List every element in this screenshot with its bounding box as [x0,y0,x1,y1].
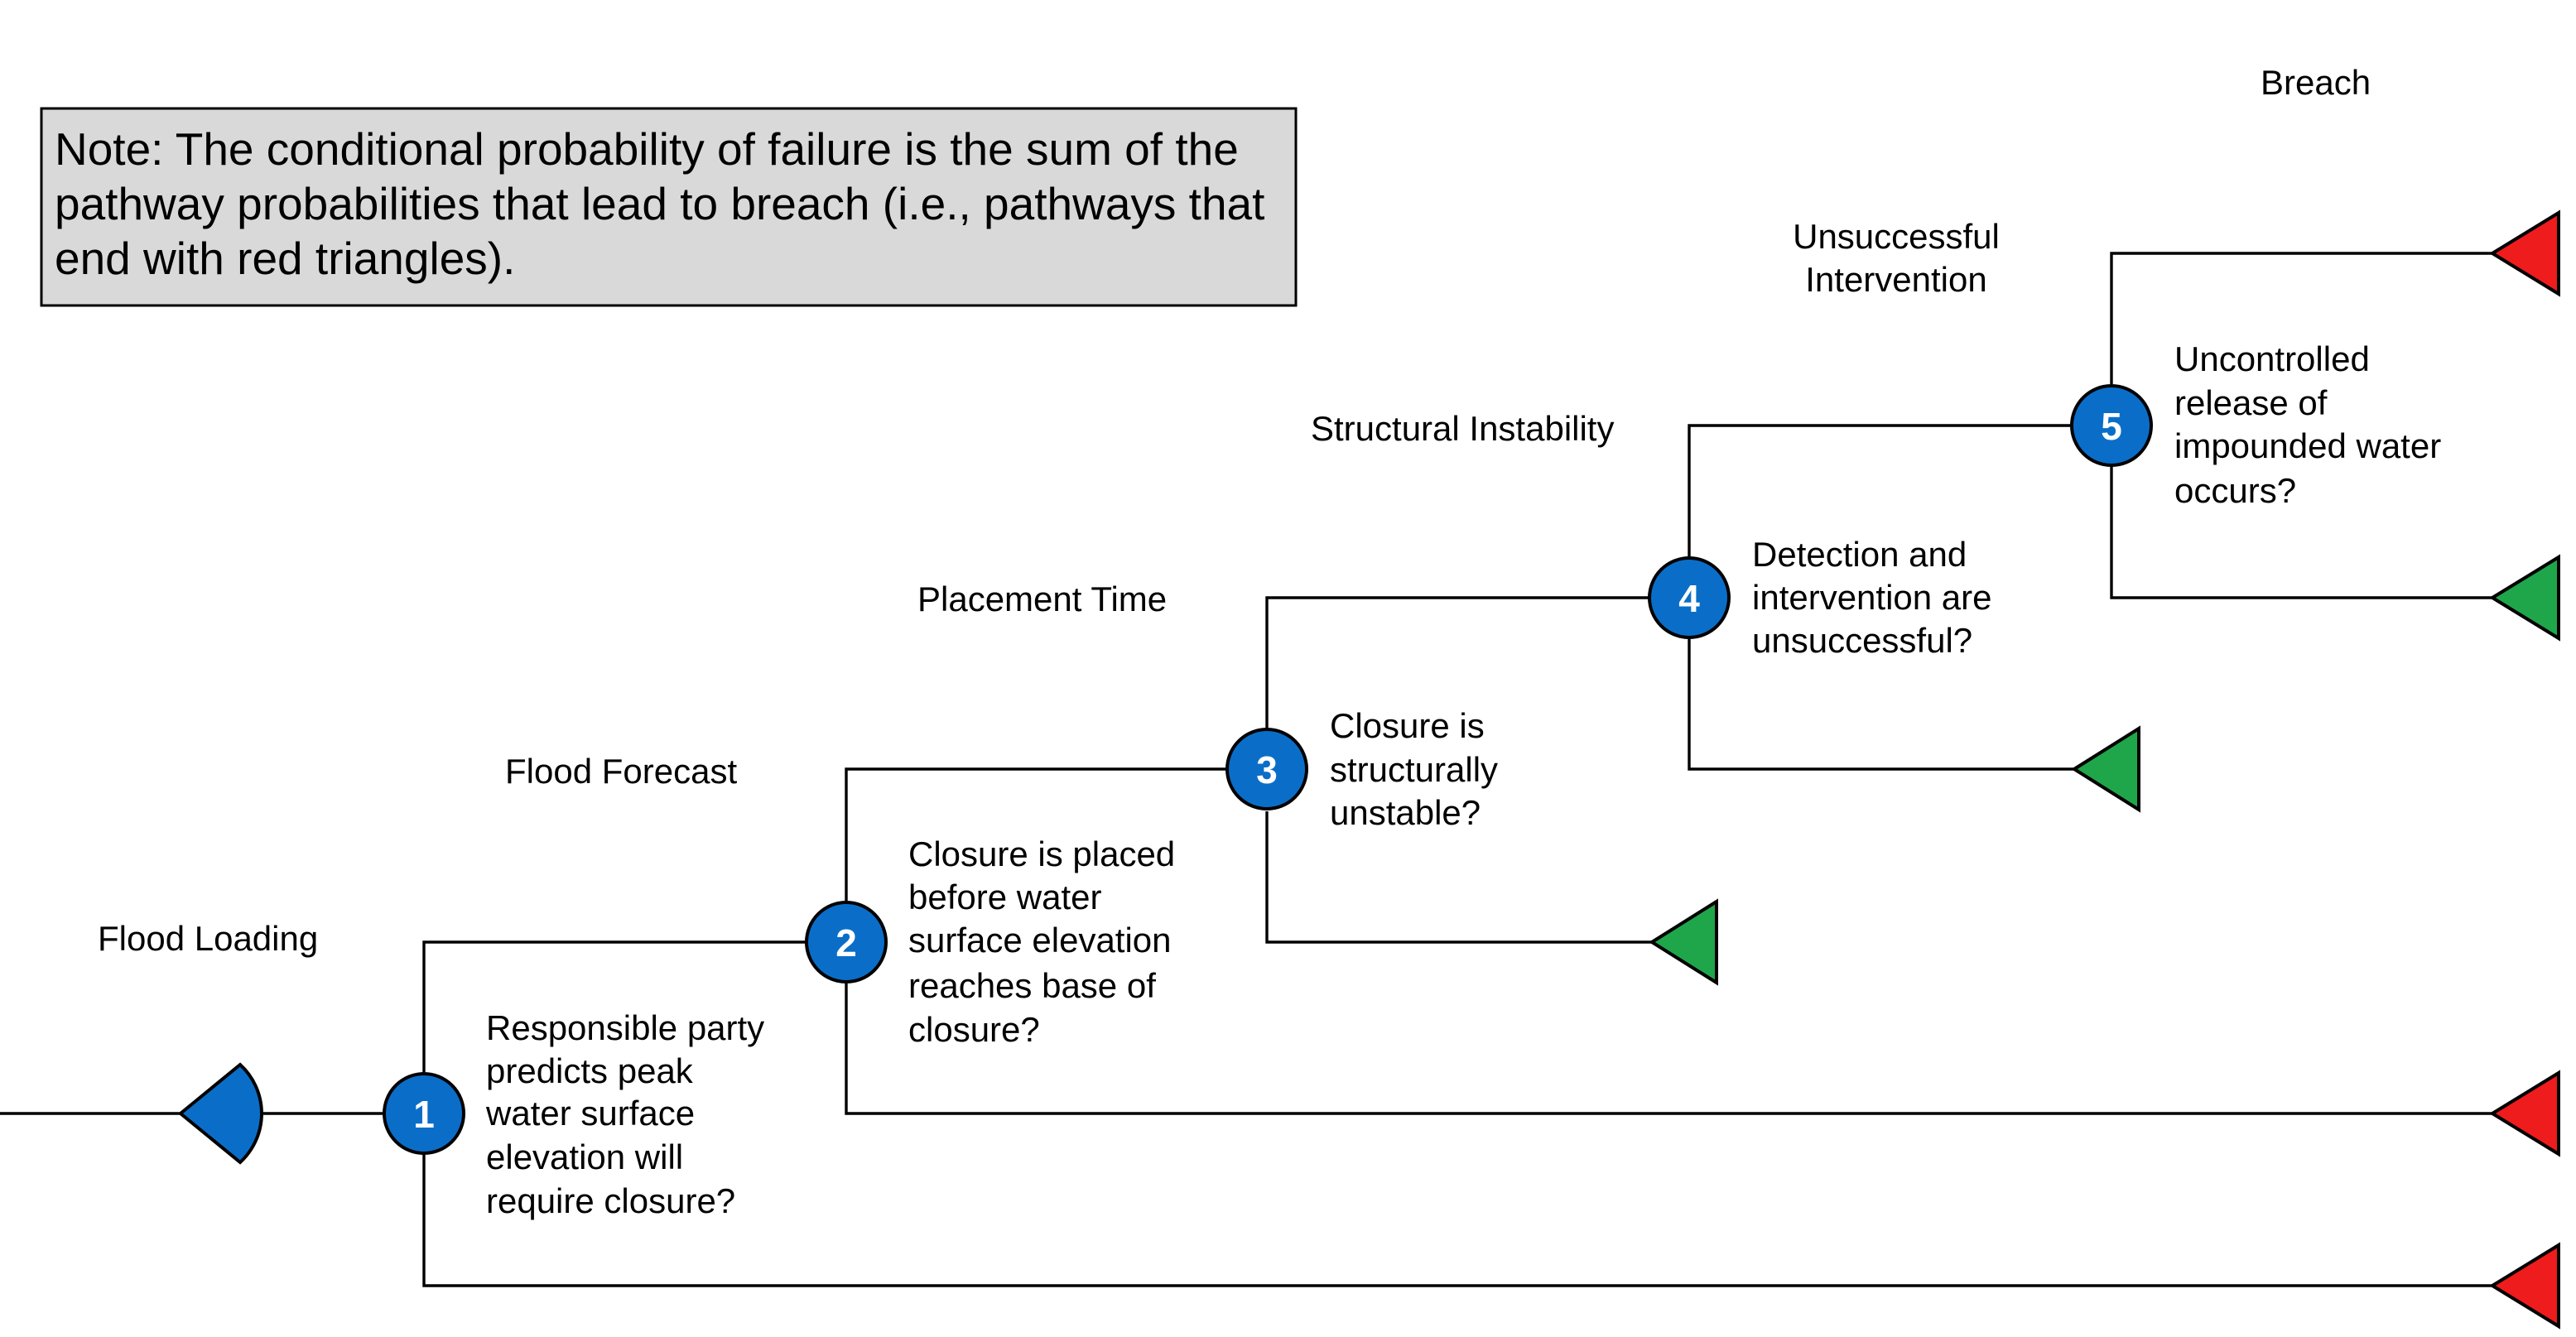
node-2-question: Closure is placed before water surface e… [908,834,1175,1049]
node-5-question-line: impounded water [2174,426,2441,465]
node-3-lower-branch [1265,811,1652,944]
no-breach-triangle-icon [2071,725,2140,813]
node-2-question-line: before water [908,878,1101,916]
header-flood-forecast: Flood Forecast [505,752,737,791]
terminal-triangles [1649,209,2560,1330]
node-2-upper-branch [845,767,1227,901]
event-node-3: 3 [1225,728,1308,810]
node-3-question-line: Closure is [1330,706,1485,745]
node-4-question-line: intervention are [1752,578,1992,617]
node-5-question-line: Uncontrolled [2174,339,2370,378]
event-node-number: 1 [413,1093,435,1136]
header-structural-instability: Structural Instability [1311,409,1614,448]
note-line-2: pathway probabilities that lead to breac… [55,178,1264,229]
node-1-question: Responsible party predicts peak water su… [485,1008,764,1220]
header-unsuccessful-intervention-line-2: Intervention [1805,260,1986,299]
no-breach-triangle-icon [1649,898,1718,986]
event-node-number: 2 [835,921,857,964]
node-4-upper-branch [1688,424,2070,556]
node-1-question-line: Responsible party [486,1008,764,1047]
header-breach: Breach [2261,63,2371,102]
column-headers: Flood Loading Flood Forecast Placement T… [98,63,2371,958]
header-flood-loading: Flood Loading [98,919,318,958]
node-2-lower-branch [845,984,2492,1115]
note-box: Note: The conditional probability of fai… [40,107,1298,307]
event-node-number: 3 [1256,748,1278,791]
node-5-upper-branch [2110,252,2492,384]
node-4-lower-branch [1688,639,2074,771]
node-3-upper-branch [1265,596,1649,729]
event-node-5: 5 [2070,384,2153,467]
tree-branches [0,252,2492,1287]
breach-triangle-icon [2489,1070,2560,1157]
event-node-circle [383,1072,465,1155]
breach-triangle-icon [2489,1242,2560,1330]
node-2-question-line: reaches base of [908,966,1156,1005]
node-2-question-line: surface elevation [908,921,1172,959]
node-4-question-line: unsuccessful? [1752,621,1972,660]
note-box-background [40,107,1298,307]
event-node-circle [805,901,888,984]
note-line-3: end with red triangles). [55,233,515,284]
note-line-1: Note: The conditional probability of fai… [55,123,1239,175]
node-5-question: Uncontrolled release of impounded water … [2174,339,2441,510]
no-breach-triangle-icon [2489,554,2560,642]
node-4-question: Detection and intervention are unsuccess… [1752,535,1992,660]
event-node-number: 5 [2101,405,2122,448]
node-1-question-line: predicts peak [486,1051,694,1090]
node-5-lower-branch [2110,467,2492,599]
header-placement-time: Placement Time [917,580,1167,618]
node-1-question-line: water surface [485,1094,695,1133]
node-3-question-line: structurally [1330,750,1498,789]
header-unsuccessful-intervention-line-1: Unsuccessful [1793,217,2000,256]
breach-triangle-icon [2489,209,2560,297]
node-1-question-line: require closure? [486,1181,735,1220]
start-marker-icon [177,1062,263,1165]
event-node-circle [1648,556,1731,639]
node-5-question-line: occurs? [2174,471,2296,510]
node-4-question-line: Detection and [1752,535,1967,574]
event-node-circle [2070,384,2153,467]
node-3-question-line: unstable? [1330,793,1481,832]
event-node-circle [1225,728,1308,810]
event-node-2: 2 [805,901,888,984]
event-node-1: 1 [383,1072,465,1155]
node-1-lower-branch [422,1155,2492,1287]
node-2-question-line: Closure is placed [908,834,1175,873]
node-1-upper-branch [422,940,805,1072]
node-2-question-line: closure? [908,1010,1040,1049]
event-node-4: 4 [1648,556,1731,639]
event-node-number: 4 [1678,577,1700,620]
node-3-question: Closure is structurally unstable? [1330,706,1498,832]
node-1-question-line: elevation will [486,1137,683,1176]
node-5-question-line: release of [2174,383,2328,422]
